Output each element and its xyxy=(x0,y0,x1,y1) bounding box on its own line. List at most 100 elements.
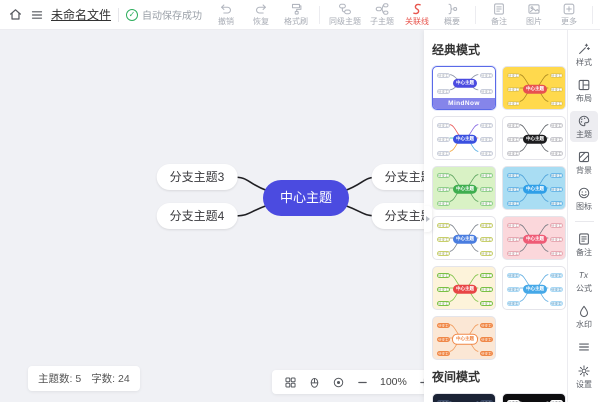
mini-branch-node: 分支主题 xyxy=(507,172,520,178)
note-icon xyxy=(492,2,506,16)
theme-white-colorlines-thumbnail[interactable]: 分支主题分支主题分支主题分支主题分支主题分支主题中心主题 xyxy=(432,116,496,160)
mini-branch-node: 分支主题 xyxy=(480,322,493,328)
drop-icon xyxy=(577,304,591,318)
summary-button[interactable]: 概要 xyxy=(438,2,466,27)
theme-white-skyblue-thumbnail[interactable]: 分支主题分支主题分支主题分支主题分支主题分支主题中心主题 xyxy=(502,266,566,310)
summary-icon xyxy=(445,2,459,16)
mini-branch-node: 分支主题 xyxy=(507,286,520,292)
mini-branch-node: 分支主题 xyxy=(480,236,493,242)
mini-branch-node: 分支主题 xyxy=(507,272,520,278)
redo-button[interactable]: 恢复 xyxy=(247,2,275,27)
menu-icon[interactable] xyxy=(30,8,44,22)
sidebar-item-label: 布局 xyxy=(576,94,592,103)
document-stats: 主题数: 5 字数: 24 xyxy=(28,366,140,391)
theme-mindnow-default-thumbnail[interactable]: 分支主题分支主题分支主题分支主题中心主题MindNow xyxy=(432,66,496,110)
top-toolbar: 未命名文件 ✓ 自动保存成功 撤销恢复格式刷同级主题子主题关联线概要备注图片更多… xyxy=(0,0,600,30)
more-button[interactable]: 更多 xyxy=(555,2,583,27)
format-painter-label: 格式刷 xyxy=(284,17,309,26)
sibling-topic-button[interactable]: 同级主题 xyxy=(329,2,361,27)
image-icon xyxy=(527,2,541,16)
undo-button[interactable]: 撤销 xyxy=(212,2,240,27)
mini-branch-node: 分支主题 xyxy=(437,172,450,178)
theme-white-black-thumbnail[interactable]: 分支主题分支主题分支主题分支主题分支主题分支主题中心主题 xyxy=(502,116,566,160)
theme-pink-thumbnail[interactable]: 分支主题分支主题分支主题分支主题分支主题分支主题中心主题 xyxy=(502,216,566,260)
document-title[interactable]: 未命名文件 xyxy=(51,8,112,22)
panel-collapse-handle[interactable] xyxy=(424,206,432,232)
mini-branch-node: 分支主题 xyxy=(480,336,493,342)
mini-branch-node: 分支主题 xyxy=(480,399,493,402)
mini-center-node: 中心主题 xyxy=(453,284,477,294)
mini-branch-node: 分支主题 xyxy=(550,222,563,228)
theme-lightblue-thumbnail[interactable]: 分支主题分支主题分支主题分支主题分支主题分支主题中心主题 xyxy=(502,166,566,210)
child-topic-button[interactable]: 子主题 xyxy=(368,2,396,27)
mini-branch-node: 分支主题 xyxy=(550,136,563,142)
brand-banner: MindNow xyxy=(433,98,495,109)
theme-night-navy-thumbnail[interactable]: 分支主题分支主题分支主题分支主题分支主题分支主题中心主题 xyxy=(432,393,496,402)
note-icon xyxy=(577,232,591,246)
mini-branch-node: 分支主题 xyxy=(507,300,520,306)
locate-center-button[interactable] xyxy=(332,376,345,389)
check-icon: ✓ xyxy=(126,8,139,21)
relation-line-icon xyxy=(410,2,424,16)
image-button[interactable]: 图片 xyxy=(520,2,548,27)
target-icon xyxy=(332,376,345,389)
mini-branch-node: 分支主题 xyxy=(437,186,450,192)
mini-branch-node: 分支主题 xyxy=(507,186,520,192)
grid-view-button[interactable] xyxy=(284,376,297,389)
branch-node-4[interactable]: 分支主题4 xyxy=(156,203,238,229)
sidebar-item-settings[interactable]: 设置 xyxy=(570,361,598,392)
sidebar-item-style[interactable]: 样式 xyxy=(570,39,598,70)
mini-branch-node: 分支主题 xyxy=(437,72,450,78)
sidebar-item-label: 备注 xyxy=(576,248,592,257)
note-button[interactable]: 备注 xyxy=(485,2,513,27)
theme-empty xyxy=(502,316,566,360)
palette-icon xyxy=(577,114,591,128)
section-title-classic: 经典模式 xyxy=(432,43,481,57)
sidebar-item-theme[interactable]: 主题 xyxy=(570,111,598,142)
sidebar-item-layout[interactable]: 布局 xyxy=(570,75,598,106)
mini-branch-node: 分支主题 xyxy=(550,122,563,128)
mini-branch-node: 分支主题 xyxy=(437,322,450,328)
mini-branch-node: 分支主题 xyxy=(550,100,563,106)
mini-branch-node: 分支主题 xyxy=(437,286,450,292)
mini-branch-node: 分支主题 xyxy=(480,122,493,128)
more-icon xyxy=(562,2,576,16)
sibling-topic-icon xyxy=(338,2,352,16)
sidebar-item-watermark[interactable]: 水印 xyxy=(570,301,598,332)
mini-branch-node: 分支主题 xyxy=(437,399,450,402)
layout-icon xyxy=(577,78,591,92)
home-icon[interactable] xyxy=(8,7,23,22)
list-icon xyxy=(577,340,591,354)
relation-line-button[interactable]: 关联线 xyxy=(403,2,431,27)
mini-branch-node: 分支主题 xyxy=(507,399,520,402)
toolbar-divider xyxy=(475,5,477,24)
smiley-icon xyxy=(577,186,591,200)
mini-branch-node: 分支主题 xyxy=(480,222,493,228)
sidebar-item-label: 设置 xyxy=(576,380,592,389)
theme-yellow-red-thumbnail[interactable]: 分支主题分支主题分支主题分支主题分支主题分支主题中心主题 xyxy=(502,66,566,110)
mini-branch-node: 分支主题 xyxy=(480,300,493,306)
drag-mode-button[interactable] xyxy=(308,376,321,389)
theme-cream-red-green-thumbnail[interactable]: 分支主题分支主题分支主题分支主题分支主题分支主题中心主题 xyxy=(432,266,496,310)
sidebar-item-notes[interactable]: 备注 xyxy=(570,229,598,260)
theme-night-black-red-thumbnail[interactable]: 分支主题分支主题分支主题分支主题分支主题分支主题中心主题 xyxy=(502,393,566,402)
mini-branch-node: 分支主题 xyxy=(550,236,563,242)
mini-branch-node: 分支主题 xyxy=(550,200,563,206)
theme-orange-thumbnail[interactable]: 分支主题分支主题分支主题分支主题分支主题分支主题中心主题 xyxy=(432,316,496,360)
theme-thumbnail-grid: 分支主题分支主题分支主题分支主题分支主题分支主题中心主题分支主题分支主题分支主题… xyxy=(432,393,566,402)
sidebar-item-icons[interactable]: 图标 xyxy=(570,183,598,214)
theme-green-thumbnail[interactable]: 分支主题分支主题分支主题分支主题分支主题分支主题中心主题 xyxy=(432,166,496,210)
zoom-out-button[interactable] xyxy=(356,376,369,389)
mini-branch-node: 分支主题 xyxy=(480,172,493,178)
central-topic-node[interactable]: 中心主题 xyxy=(262,180,350,216)
zoom-level: 100% xyxy=(380,376,407,388)
child-topic-label: 子主题 xyxy=(370,17,395,26)
branch-node-3[interactable]: 分支主题3 xyxy=(156,164,238,190)
sidebar-item-outline[interactable] xyxy=(570,337,598,356)
mini-branch-node: 分支主题 xyxy=(550,300,563,306)
summary-label: 概要 xyxy=(444,17,461,26)
sidebar-item-background[interactable]: 背景 xyxy=(570,147,598,178)
format-painter-button[interactable]: 格式刷 xyxy=(282,2,310,27)
theme-white-bluegreen-thumbnail[interactable]: 分支主题分支主题分支主题分支主题分支主题分支主题中心主题 xyxy=(432,216,496,260)
